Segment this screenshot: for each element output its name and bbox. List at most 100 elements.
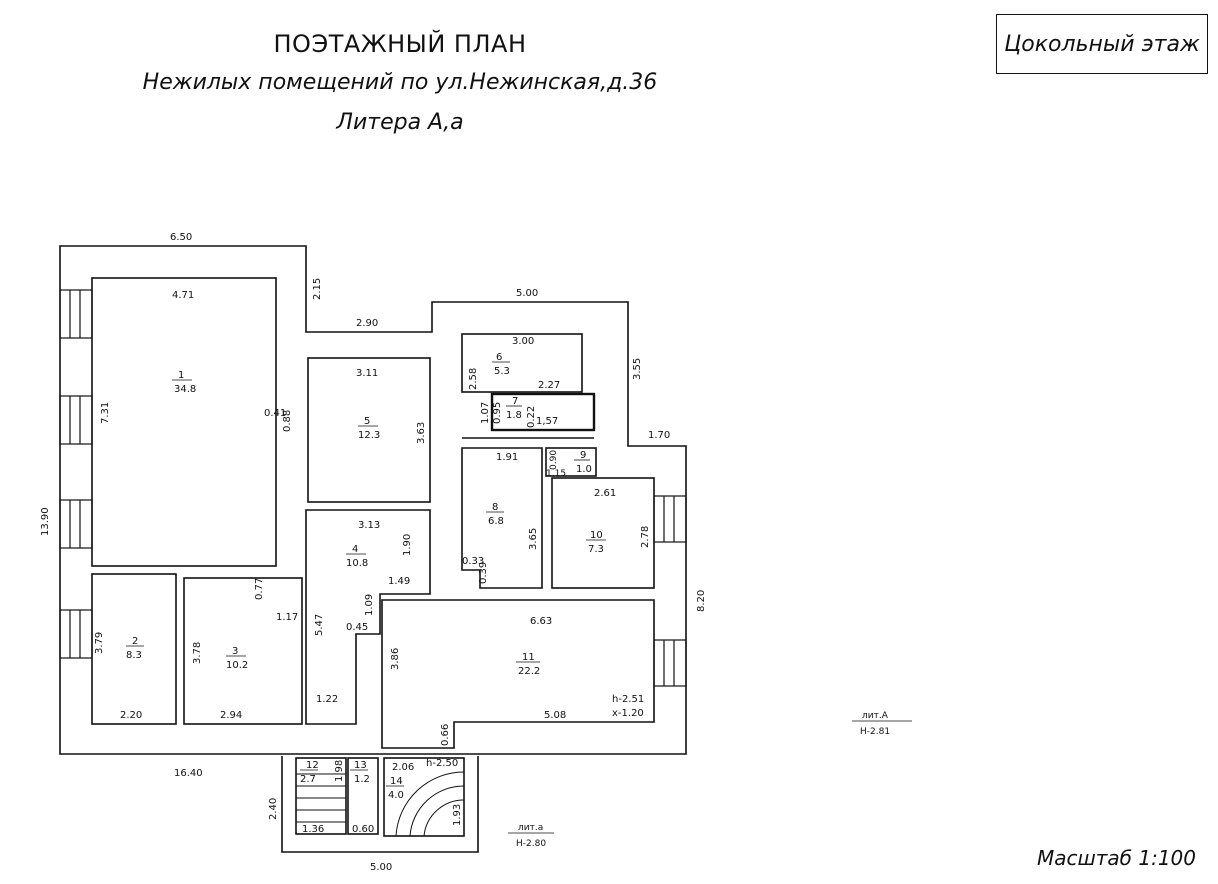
dim-1-36: 1.36	[302, 824, 324, 835]
room-7-outline	[490, 392, 596, 432]
dim-6-50: 6.50	[170, 232, 192, 243]
dim-3-78: 3.78	[192, 642, 203, 664]
room-9-area: 1.0	[576, 464, 592, 475]
dim-3-63: 3.63	[416, 422, 427, 444]
room-3-outline	[183, 577, 303, 725]
room-1-outline	[91, 277, 277, 567]
room-1-area: 34.8	[174, 384, 196, 395]
room-2-number: 2	[132, 636, 138, 647]
room-6-outline	[461, 333, 583, 393]
dim-1-15: 1.15	[546, 469, 566, 479]
dim-2-20: 2.20	[120, 710, 142, 721]
dim-3-86: 3.86	[390, 648, 401, 670]
dim-0-33: 0.33	[462, 556, 484, 567]
dim-1-90: 1.90	[402, 534, 413, 556]
dim-3-13: 3.13	[358, 520, 380, 531]
dim-3-65: 3.65	[528, 528, 539, 550]
dim-0-88: 0.88	[282, 410, 293, 432]
room-1-number: 1	[178, 370, 184, 381]
dim-0-95: 0.95	[492, 402, 503, 424]
room-9-outline	[545, 447, 597, 477]
room-8-area: 6.8	[488, 516, 504, 527]
dim-2-78: 2.78	[640, 526, 651, 548]
room-12-number: 12	[306, 760, 319, 771]
room-3-area: 10.2	[226, 660, 248, 671]
dim-1-70: 1.70	[648, 430, 670, 441]
room-8-outline	[461, 447, 543, 589]
room-5-area: 12.3	[358, 430, 380, 441]
dim-x-1-20: x-1.20	[612, 708, 644, 719]
dim-3-79: 3.79	[94, 632, 105, 654]
dim-1-93: 1.93	[452, 804, 463, 826]
room-14-number: 14	[390, 776, 403, 787]
dim-1-07: 1.07	[480, 402, 491, 424]
dim-2-40: 2.40	[268, 798, 279, 820]
outer-wall	[59, 245, 687, 755]
room-11-number: 11	[522, 652, 535, 663]
room-4-area: 10.8	[346, 558, 368, 569]
dim-0-45: 0.45	[346, 622, 368, 633]
dim-2-15: 2.15	[312, 278, 323, 300]
room-6-area: 5.3	[494, 366, 510, 377]
lit-a-small-name: лит.а	[518, 823, 543, 833]
room-11-area: 22.2	[518, 666, 540, 677]
plan-title: ПОЭТАЖНЫЙ ПЛАН	[273, 30, 527, 58]
dim-0-39: 0.39	[478, 562, 489, 584]
dim-0-60: 0.60	[352, 824, 374, 835]
dim-2-58: 2.58	[468, 368, 479, 390]
dim-0-22: 0.22	[526, 406, 537, 428]
dim-13-90: 13.90	[40, 507, 51, 536]
dim-8-20: 8.20	[696, 590, 707, 612]
plan-subtitle: Нежилых помещений по ул.Нежинская,д.36	[142, 70, 658, 95]
dim-3-11: 3.11	[356, 368, 378, 379]
stairs-block	[281, 756, 479, 853]
dim-1-91: 1.91	[496, 452, 518, 463]
room-4-number: 4	[352, 544, 358, 555]
dim-h-2-50: h-2.50	[426, 758, 458, 769]
dim-0-41: 0.41	[264, 408, 286, 419]
room-8-number: 8	[492, 502, 498, 513]
dim-5-00-top: 5.00	[516, 288, 538, 299]
dim-4-71: 4.71	[172, 290, 194, 301]
dim-16-40: 16.40	[174, 768, 203, 779]
dim-1-98: 1.98	[334, 760, 345, 782]
dim-2-27: 2.27	[538, 380, 560, 391]
dim-6-63: 6.63	[530, 616, 552, 627]
dim-2-06: 2.06	[392, 762, 414, 773]
dim-3-00: 3.00	[512, 336, 534, 347]
room-13-outline	[347, 757, 379, 835]
floor-label: Цокольный этаж	[996, 14, 1208, 74]
dim-5-00-bottom: 5.00	[370, 862, 392, 873]
lit-a-small-height: Н-2.80	[516, 839, 546, 849]
lit-a-name: лит.А	[862, 711, 889, 721]
dim-0-66: 0.66	[440, 724, 451, 746]
dim-5-47: 5.47	[314, 614, 325, 636]
room-13-number: 13	[354, 760, 367, 771]
dim-5-08: 5.08	[544, 710, 566, 721]
room-7-area: 1.8	[506, 410, 522, 421]
room-9-number: 9	[580, 450, 586, 461]
room-10-number: 10	[590, 530, 603, 541]
room-12-outline	[295, 757, 347, 835]
dim-1-49: 1.49	[388, 576, 410, 587]
dim-h-2-51: h-2.51	[612, 694, 644, 705]
room-11-outline	[381, 599, 655, 749]
room-14-area: 4.0	[388, 790, 404, 801]
lit-a-height: Н-2.81	[860, 727, 890, 737]
dim-1-17: 1.17	[276, 612, 298, 623]
dim-2-94: 2.94	[220, 710, 242, 721]
dim-1-22: 1.22	[316, 694, 338, 705]
dim-0-77: 0.77	[254, 578, 265, 600]
dim-1-57: 1,57	[536, 416, 558, 427]
dim-2-61: 2.61	[594, 488, 616, 499]
plan-litera: Литера А,а	[336, 110, 464, 135]
room-6-number: 6	[496, 352, 502, 363]
room-4-outline	[305, 509, 431, 725]
dim-1-09: 1.09	[364, 594, 375, 616]
scale-label: Масштаб 1:100	[1036, 846, 1196, 870]
room-7-number: 7	[512, 396, 518, 407]
room-12-area: 2.7	[300, 774, 316, 785]
room-2-area: 8.3	[126, 650, 142, 661]
room-5-number: 5	[364, 416, 370, 427]
